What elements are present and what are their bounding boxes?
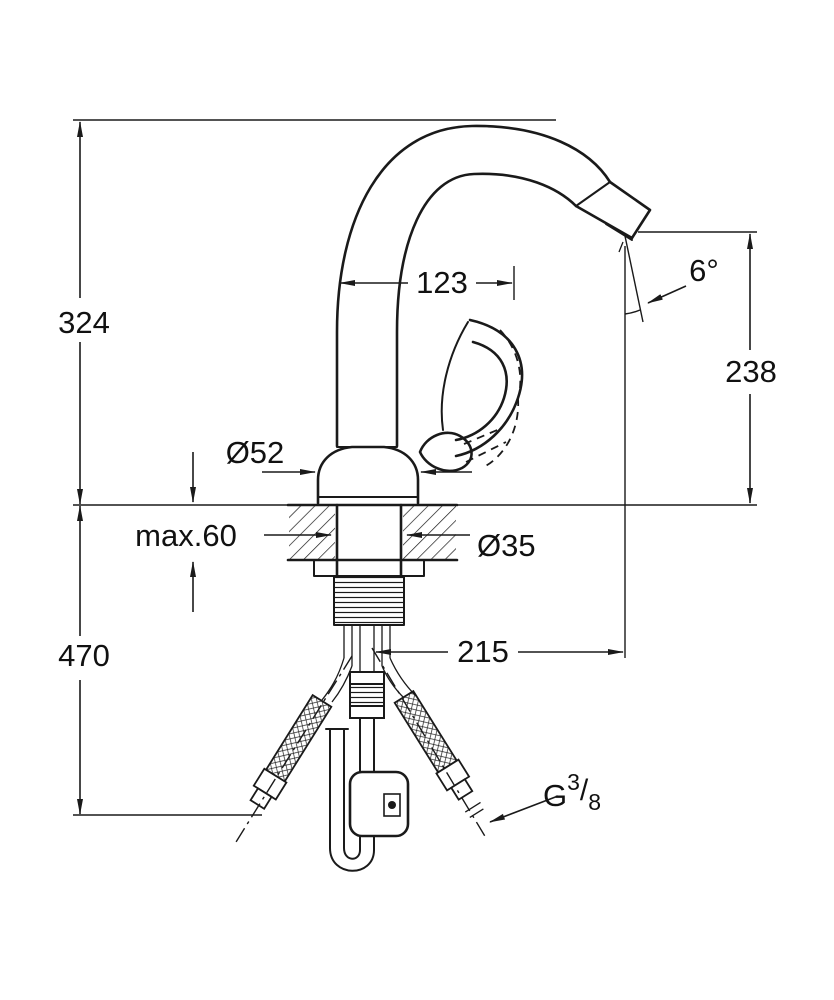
mounting-shank — [313, 503, 425, 703]
dim-label-outlet-height: 238 — [725, 354, 777, 389]
supply-hose-right — [393, 689, 484, 818]
handle-alt-position-top — [499, 329, 522, 389]
thread-slash: / — [580, 774, 589, 807]
spout-head — [574, 180, 652, 240]
dimension-hole-diameter: Ø35 — [264, 528, 536, 563]
hose-loop-outer — [329, 729, 375, 872]
spray-handle — [418, 318, 524, 473]
dim-label-angle: 6° — [689, 253, 719, 288]
faucet-drawing — [235, 124, 652, 872]
counter-hatch-right — [403, 506, 456, 559]
thread-mark-1 — [464, 801, 481, 813]
nozzle-detail-dash-2 — [465, 441, 507, 463]
centerline-left-hose — [235, 655, 353, 843]
outlet-drip-mark — [618, 241, 624, 253]
dim-label-hole-diameter: Ø35 — [477, 528, 536, 563]
hose-loop-inner — [343, 729, 361, 860]
dimension-outlet-height: 238 — [638, 231, 777, 504]
dim-label-thread: G3/8 — [543, 769, 601, 815]
tube-bend-left-a — [321, 657, 345, 701]
handle-left-edge — [440, 321, 469, 431]
counter-hatch-left — [289, 506, 335, 559]
base — [316, 445, 420, 505]
dimension-thread-size: G3/8 — [489, 769, 601, 823]
angle-leader — [647, 285, 687, 304]
dim-label-max-thickness: max.60 — [135, 518, 237, 553]
supply-hose-right-tip — [450, 778, 474, 801]
spout-head-joint — [575, 181, 611, 207]
thread-leader — [489, 795, 559, 823]
base-dome — [316, 445, 420, 505]
dimension-spout-angle: 6° — [624, 235, 719, 658]
dimension-outlet-reach: 215 — [375, 634, 624, 669]
spout-inner-curve — [395, 172, 578, 448]
handle-outer-hook — [454, 318, 524, 458]
handle-alt-position-outline — [481, 397, 520, 469]
spout-outer-curve — [335, 124, 612, 448]
tube-bend-right-b — [389, 657, 417, 697]
dimension-base-diameter: Ø52 — [226, 435, 472, 475]
supply-hose-left — [249, 693, 333, 810]
supply-hose-left-braid — [264, 693, 333, 783]
pullout-hose — [325, 671, 410, 872]
washer — [313, 559, 425, 577]
hose-weight — [348, 770, 410, 838]
dim-label-base-diameter: Ø52 — [226, 435, 285, 470]
dim-label-height-bottom: 470 — [58, 638, 110, 673]
dimension-spout-offset: 123 — [339, 265, 515, 300]
thread-sup: 3 — [567, 769, 580, 795]
dim-label-spout-offset: 123 — [416, 265, 468, 300]
spout — [335, 124, 652, 448]
aerator-icon — [605, 223, 633, 241]
dim-label-outlet-reach: 215 — [457, 634, 509, 669]
thread-sub: 8 — [588, 789, 601, 815]
hose-weight-button — [388, 801, 396, 809]
thread-base: G — [543, 778, 567, 813]
nozzle-detail-dash-1 — [463, 427, 503, 445]
countertop-section — [286, 503, 459, 562]
mounting-nut-threads — [334, 577, 404, 625]
angle-arc — [624, 309, 641, 315]
mounting-nut-outline — [333, 576, 405, 626]
tube-bend-left-b — [331, 665, 353, 703]
dimension-height-bottom: 470 — [58, 505, 262, 816]
supply-hose-right-braid — [393, 689, 459, 774]
hose-connector-bands — [351, 684, 383, 706]
tube-bend-right-a — [381, 665, 405, 699]
dimension-max-thickness: max.60 — [135, 452, 237, 612]
dim-label-height-top: 324 — [58, 305, 110, 340]
dimension-height-top: 324 — [58, 119, 556, 505]
supply-hose-left-tip — [249, 787, 273, 810]
thread-mark-2 — [469, 808, 484, 818]
spray-nozzle — [418, 431, 473, 473]
angle-tilted-line — [624, 235, 644, 323]
centerline-right-hose — [371, 647, 487, 839]
handle-inner-hook — [454, 340, 508, 442]
